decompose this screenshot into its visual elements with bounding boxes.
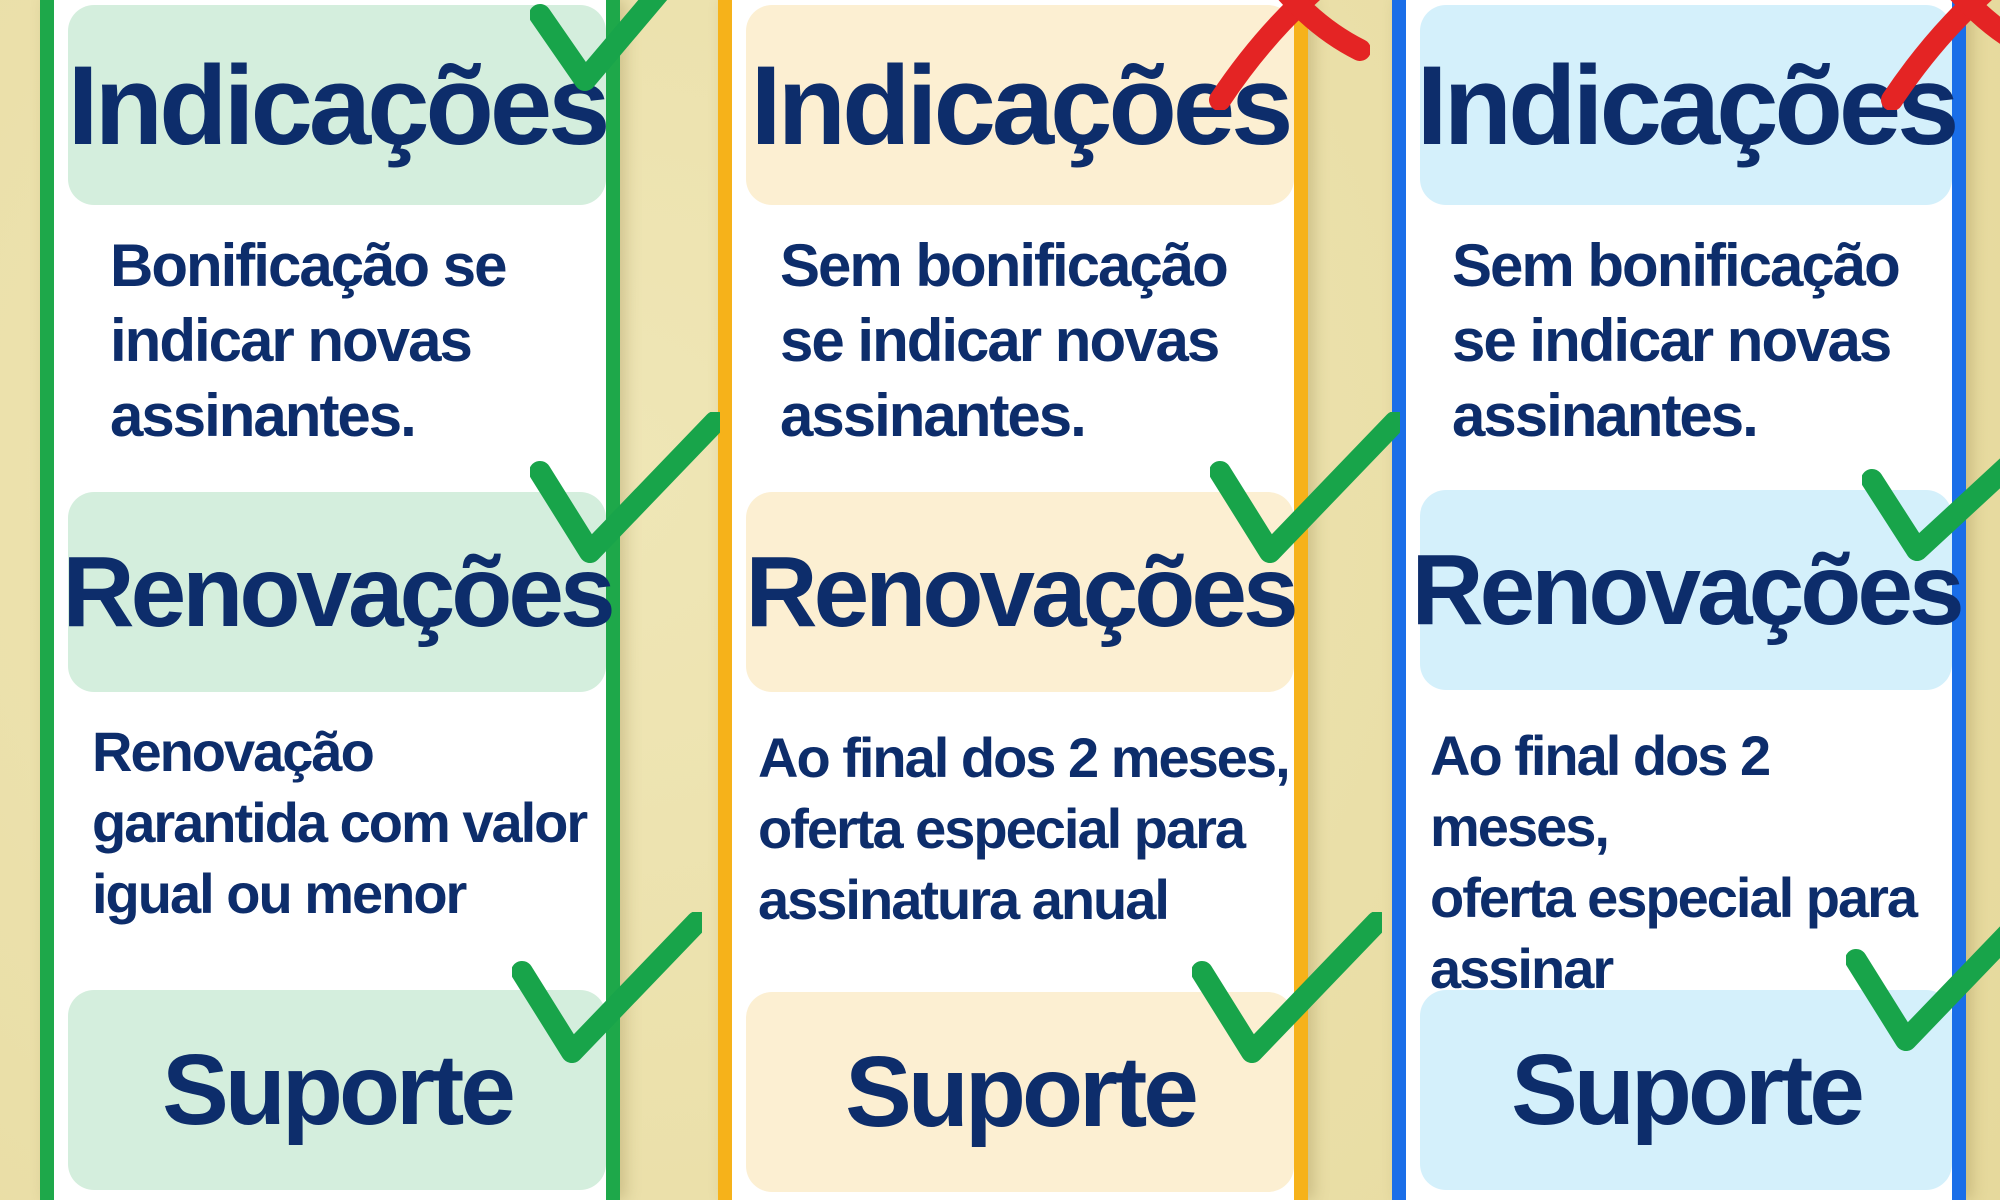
band-title-renovacoes: Renovações	[62, 535, 615, 648]
plan-column-2: Indicações Sem bonificação se indicar no…	[718, 0, 1308, 1200]
plan-column-3: Indicações Sem bonificação se indicar no…	[1392, 0, 1966, 1200]
renovacoes-description: Ao final dos 2 meses, oferta especial pa…	[758, 726, 1291, 931]
band-indicacoes: Indicações	[1417, 5, 1959, 205]
indicacoes-description: Bonificação se indicar novas assinantes.	[110, 232, 507, 449]
band-renovacoes: Renovações	[62, 492, 616, 692]
band-title-renovacoes: Renovações	[1411, 533, 1964, 646]
band-suporte: Suporte	[746, 992, 1294, 1192]
band-suporte: Suporte	[1420, 990, 1952, 1190]
band-renovacoes: Renovações	[745, 492, 1299, 692]
indicacoes-description: Sem bonificação se indicar novas assinan…	[780, 232, 1229, 449]
indicacoes-description: Sem bonificação se indicar novas assinan…	[1452, 232, 1901, 449]
band-title-indicacoes: Indicações	[67, 42, 611, 168]
band-title-suporte: Suporte	[845, 1035, 1199, 1148]
renovacoes-description: Renovação garantida com valor igual ou m…	[92, 720, 588, 925]
band-indicacoes: Indicações	[67, 5, 611, 205]
band-title-suporte: Suporte	[1511, 1033, 1865, 1146]
band-indicacoes: Indicações	[746, 5, 1294, 205]
band-title-suporte: Suporte	[162, 1033, 516, 1146]
band-title-renovacoes: Renovações	[745, 535, 1298, 648]
band-renovacoes: Renovações	[1411, 490, 1965, 690]
band-suporte: Suporte	[68, 990, 606, 1190]
band-title-indicacoes: Indicações	[1416, 42, 1960, 168]
plan-column-1: Indicações Bonificação se indicar novas …	[40, 0, 620, 1200]
band-title-indicacoes: Indicações	[750, 42, 1294, 168]
